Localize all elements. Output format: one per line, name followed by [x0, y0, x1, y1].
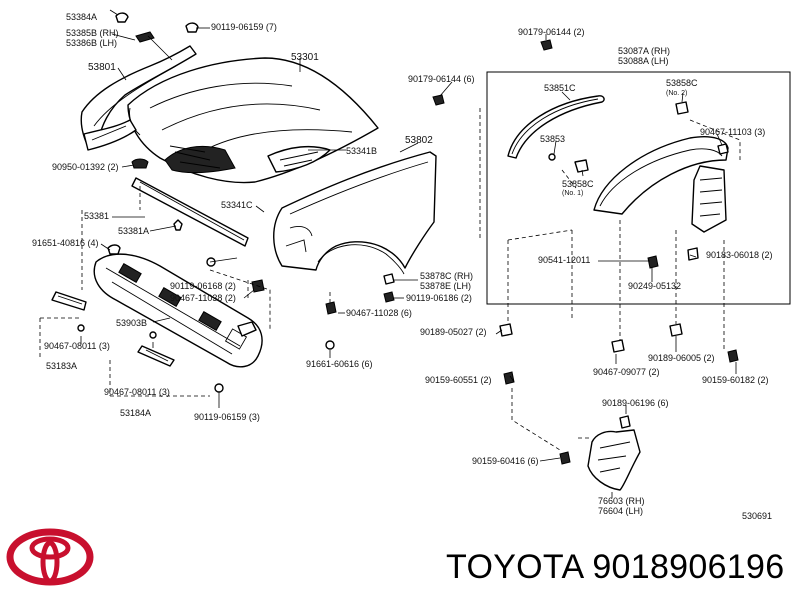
hood-support-parts: [107, 158, 249, 255]
label-90950-01392: 90950-01392 (2): [52, 162, 119, 172]
label-53385B: 53385B (RH): [66, 28, 119, 38]
label-53301: 53301: [291, 52, 319, 63]
label-90467-11038: 90467-11038 (2): [170, 293, 236, 303]
flare-group-box: [486, 71, 791, 305]
label-53802: 53802: [405, 135, 433, 146]
label-90189-05027: 90189-05027 (2): [420, 327, 487, 337]
label-53903B: 53903B: [116, 318, 147, 328]
fender-flare-part: [593, 136, 729, 233]
label-90189-06005: 90189-06005 (2): [648, 353, 715, 363]
label-90159-60182: 90159-60182 (2): [702, 375, 769, 385]
toyota-logo-icon: [6, 528, 94, 586]
label-53853: 53853: [540, 134, 565, 144]
label-53858C-mid: 53858C: [562, 179, 594, 189]
mudflap-part: [587, 429, 641, 491]
label-53087A: 53087A (RH): [618, 46, 670, 56]
fender-part: [273, 151, 437, 275]
label-90159-60416: 90159-60416 (6): [472, 456, 539, 466]
label-90467-09077: 90467-09077 (2): [593, 367, 660, 377]
hood-part: [127, 57, 379, 184]
label-91651-40816: 91651-40816 (4): [32, 238, 99, 248]
label-90467-08011-a: 90467-08011 (3): [44, 341, 110, 351]
clip-cluster-top: [115, 12, 199, 61]
label-53851C: 53851C: [544, 83, 576, 93]
label-90159-60551: 90159-60551 (2): [425, 375, 492, 385]
label-90467-08011-b: 90467-08011 (3): [104, 387, 170, 397]
bracket-53183A: [51, 291, 87, 311]
label-90183-06018: 90183-06018 (2): [706, 250, 773, 260]
label-530691: 530691: [742, 511, 772, 521]
label-53341B: 53341B: [346, 146, 377, 156]
label-90179-06144-b: 90179-06144 (6): [408, 74, 475, 84]
label-76604: 76604 (LH): [598, 506, 643, 516]
label-53858C-top: 53858C: [666, 78, 698, 88]
part-labels: 53384A 53385B (RH) 53386B (LH) 90119-061…: [32, 12, 773, 521]
label-90189-06196: 90189-06196 (6): [602, 398, 669, 408]
label-90249-05132: 90249-05132: [628, 281, 681, 291]
label-53878E: 53878E (LH): [420, 281, 471, 291]
label-90119-06168: 90119-06168 (2): [170, 281, 236, 291]
label-53184A: 53184A: [120, 408, 151, 418]
label-53801: 53801: [88, 62, 116, 73]
label-91661-60616: 91661-60616 (6): [306, 359, 373, 369]
label-53386B: 53386B (LH): [66, 38, 117, 48]
label-90119-06159-7: 90119-06159 (7): [211, 22, 277, 32]
wheel-arch-molding-part: [507, 95, 605, 159]
label-53381: 53381: [84, 211, 109, 221]
grille-frame-part: [93, 253, 263, 368]
label-53384A: 53384A: [66, 12, 97, 22]
label-90541-12011: 90541-12011: [538, 255, 590, 265]
label-53341C: 53341C: [221, 200, 253, 210]
page-title: TOYOTA 9018906196: [446, 548, 785, 586]
label-53878C: 53878C (RH): [420, 271, 473, 281]
label-no2: (No. 2): [666, 90, 687, 97]
label-90179-06144-a: 90179-06144 (2): [518, 27, 585, 37]
label-76603: 76603 (RH): [598, 496, 645, 506]
label-53088A: 53088A (LH): [618, 56, 669, 66]
flare-clips: [432, 39, 739, 465]
label-no1: (No. 1): [562, 190, 583, 197]
label-90119-06186: 90119-06186 (2): [406, 293, 472, 303]
label-53381A: 53381A: [118, 226, 149, 236]
hood-seal-part: [80, 45, 197, 151]
label-90467-11028: 90467-11028 (6): [346, 308, 412, 318]
leader-lines: [39, 9, 741, 498]
label-90119-06159-3: 90119-06159 (3): [194, 412, 260, 422]
label-90467-11103: 90467-11103 (3): [700, 127, 765, 137]
label-53183A: 53183A: [46, 361, 77, 371]
bracket-53184A: [137, 345, 175, 367]
